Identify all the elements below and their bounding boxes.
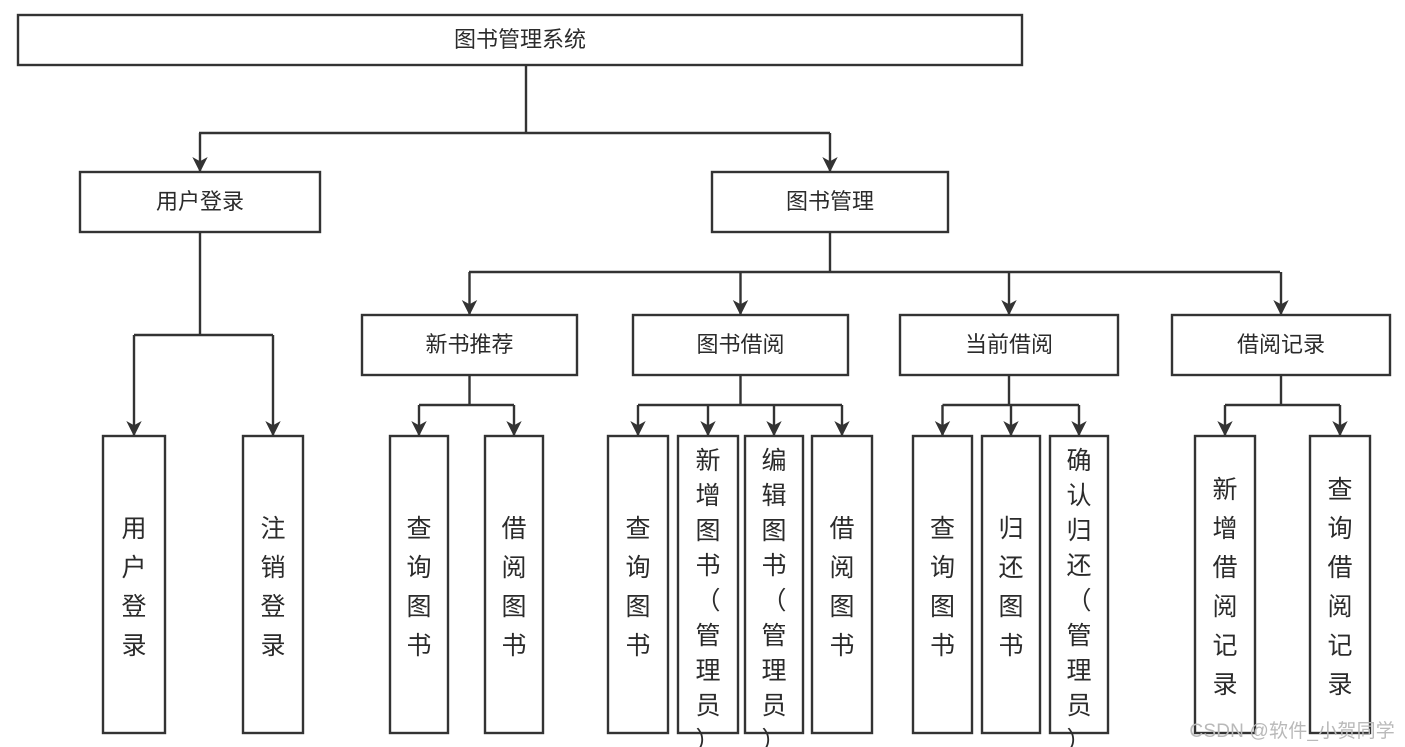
node-leaf-borrow-book-2[interactable]: 借阅图书 <box>810 434 874 735</box>
node-label-leaf-query-record: 查询借阅记录 <box>1327 476 1352 699</box>
node-borrow-record[interactable]: 借阅记录 <box>1170 313 1392 377</box>
node-current-borrow[interactable]: 当前借阅 <box>898 313 1120 377</box>
node-box-leaf-query-book-3 <box>911 434 974 735</box>
node-box-leaf-query-book-1 <box>388 434 450 735</box>
node-label-leaf-query-book-1: 查询图书 <box>406 515 431 660</box>
node-label-leaf-confirm-return: 确认归还（管理员） <box>1066 447 1091 747</box>
node-leaf-add-record[interactable]: 新增借阅记录 <box>1193 434 1257 735</box>
node-box-leaf-edit-book <box>743 434 805 735</box>
node-leaf-query-book-3[interactable]: 查询图书 <box>911 434 974 735</box>
node-leaf-logout[interactable]: 注销登录 <box>241 434 305 735</box>
node-leaf-edit-book[interactable]: 编辑图书（管理员） <box>743 434 805 747</box>
node-label-leaf-add-record: 新增借阅记录 <box>1212 476 1237 699</box>
node-leaf-query-book-2[interactable]: 查询图书 <box>606 434 670 735</box>
node-book-manage[interactable]: 图书管理 <box>710 170 950 234</box>
node-leaf-confirm-return[interactable]: 确认归还（管理员） <box>1048 434 1110 747</box>
node-label-leaf-user-login: 用户登录 <box>121 515 146 660</box>
node-label-leaf-query-book-3: 查询图书 <box>930 515 955 660</box>
node-label-new-book-rec: 新书推荐 <box>425 332 513 357</box>
node-box-leaf-query-book-2 <box>606 434 670 735</box>
node-box-new-book-rec <box>360 313 579 377</box>
node-label-user-login: 用户登录 <box>156 189 244 214</box>
node-label-leaf-borrow-book-2: 借阅图书 <box>829 515 854 660</box>
node-box-undefined <box>16 13 1024 67</box>
node-box-leaf-confirm-return <box>1048 434 1110 735</box>
node-label-borrow-record: 借阅记录 <box>1237 332 1325 357</box>
node-leaf-query-record[interactable]: 查询借阅记录 <box>1308 434 1372 735</box>
node-box-leaf-return-book <box>980 434 1042 735</box>
node-box-leaf-query-record <box>1308 434 1372 735</box>
node-leaf-borrow-book-1[interactable]: 借阅图书 <box>483 434 545 735</box>
node-boxes: 图书管理系统用户登录图书管理新书推荐图书借阅当前借阅借阅记录用户登录注销登录查询… <box>16 13 1392 747</box>
node-box-leaf-borrow-book-2 <box>810 434 874 735</box>
node-leaf-user-login[interactable]: 用户登录 <box>101 434 167 735</box>
connector-edges <box>126 65 1348 437</box>
node-undefined[interactable]: 图书管理系统 <box>16 13 1024 67</box>
node-label-book-manage: 图书管理 <box>786 189 874 214</box>
node-box-leaf-logout <box>241 434 305 735</box>
csdn-watermark: CSDN @软件_小贺同学 <box>1189 721 1395 742</box>
node-label-leaf-logout: 注销登录 <box>260 515 285 660</box>
node-label-book-borrow: 图书借阅 <box>696 332 784 357</box>
node-label-leaf-return-book: 归还图书 <box>998 515 1023 660</box>
node-label-current-borrow: 当前借阅 <box>965 332 1053 357</box>
node-new-book-rec[interactable]: 新书推荐 <box>360 313 579 377</box>
node-label-leaf-query-book-2: 查询图书 <box>625 515 650 660</box>
node-label-undefined: 图书管理系统 <box>454 27 586 52</box>
node-box-book-manage <box>710 170 950 234</box>
node-box-leaf-add-book <box>676 434 740 735</box>
node-box-leaf-user-login <box>101 434 167 735</box>
node-leaf-add-book[interactable]: 新增图书（管理员） <box>676 434 740 747</box>
node-leaf-return-book[interactable]: 归还图书 <box>980 434 1042 735</box>
node-box-current-borrow <box>898 313 1120 377</box>
node-label-leaf-add-book: 新增图书（管理员） <box>695 447 720 747</box>
node-label-leaf-edit-book: 编辑图书（管理员） <box>761 447 786 747</box>
node-box-user-login <box>78 170 322 234</box>
node-box-borrow-record <box>1170 313 1392 377</box>
node-box-book-borrow <box>631 313 850 377</box>
node-box-leaf-add-record <box>1193 434 1257 735</box>
node-box-leaf-borrow-book-1 <box>483 434 545 735</box>
node-leaf-query-book-1[interactable]: 查询图书 <box>388 434 450 735</box>
node-label-leaf-borrow-book-1: 借阅图书 <box>501 515 526 660</box>
node-user-login[interactable]: 用户登录 <box>78 170 322 234</box>
node-book-borrow[interactable]: 图书借阅 <box>631 313 850 377</box>
